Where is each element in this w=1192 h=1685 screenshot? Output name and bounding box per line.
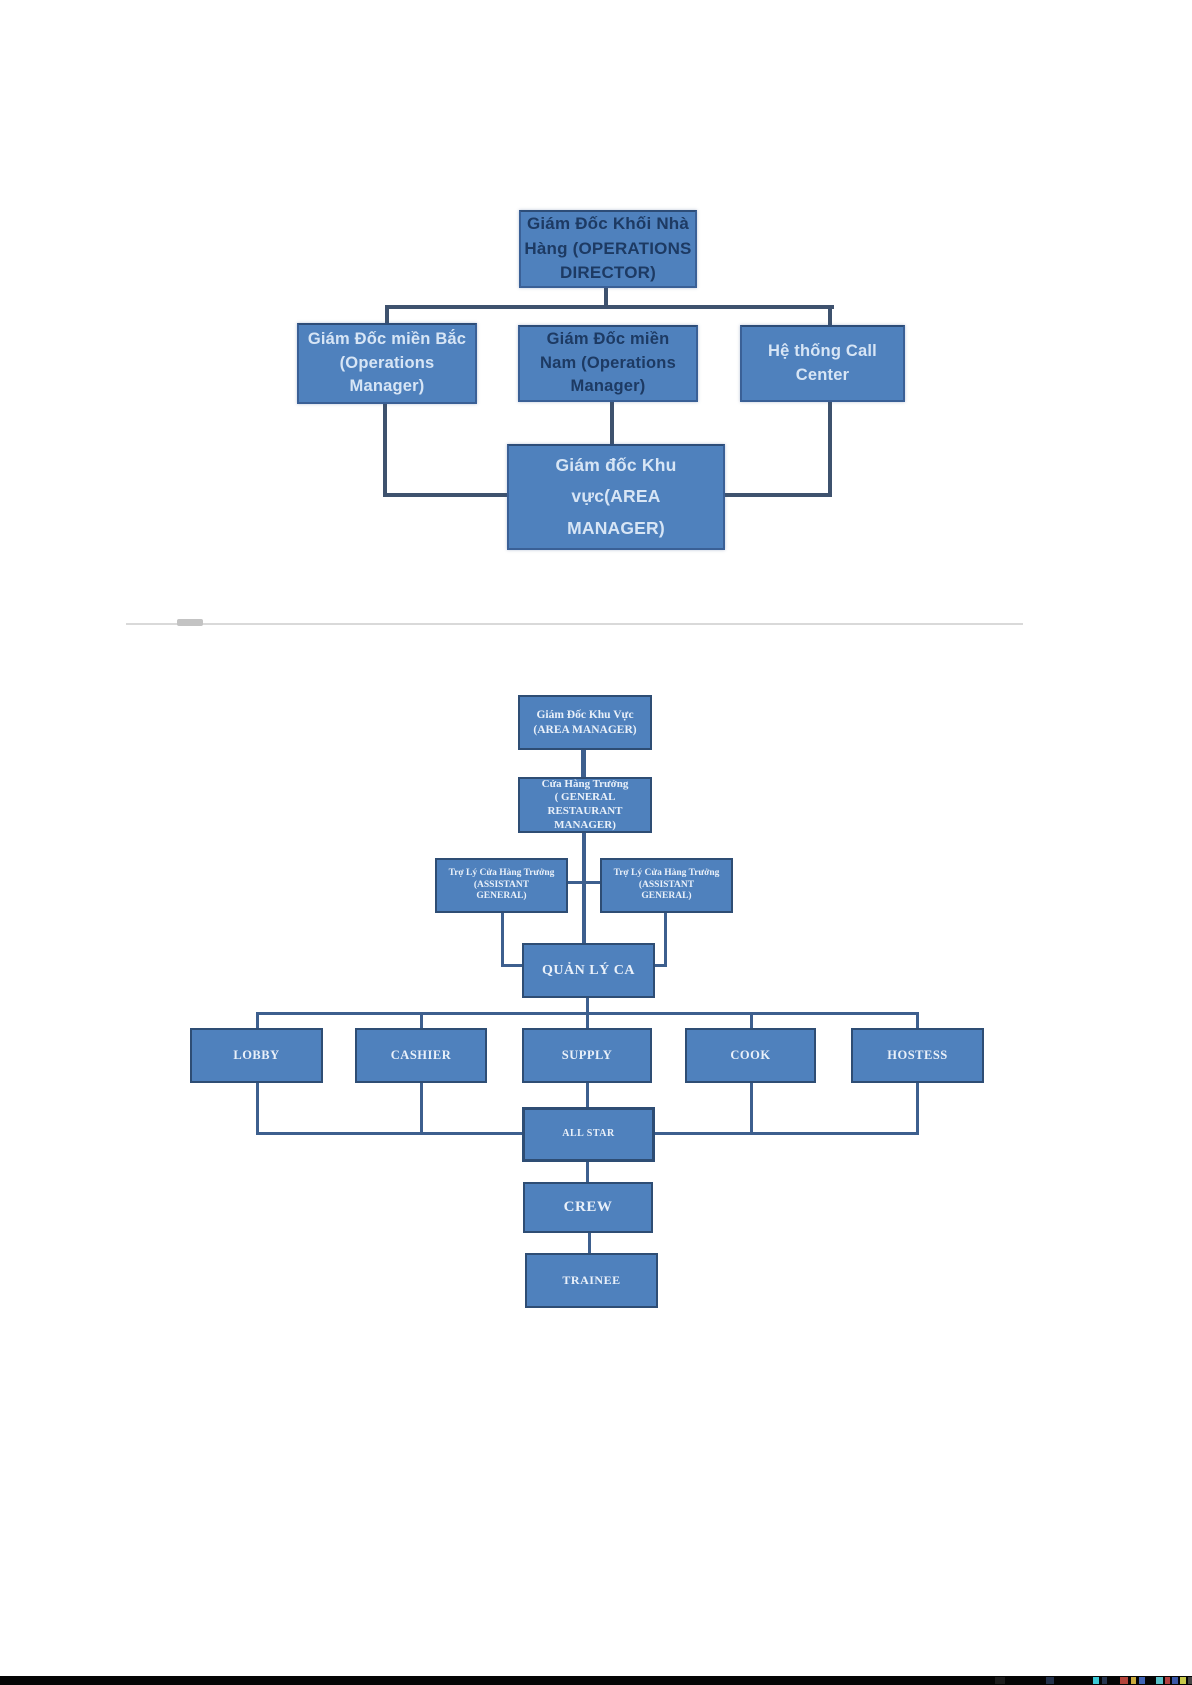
connector — [581, 750, 586, 777]
connector — [604, 288, 608, 309]
node-label: CREW — [563, 1199, 613, 1216]
node-label: vực(AREA — [571, 486, 661, 507]
node-label: (ASSISTANT — [638, 879, 695, 890]
connector — [387, 305, 834, 309]
connector — [385, 305, 389, 325]
connector — [586, 1012, 589, 1028]
node-label: MANAGER) — [554, 818, 616, 831]
node-label: DIRECTOR) — [560, 263, 656, 283]
node-label: HOSTESS — [887, 1047, 948, 1062]
connector — [586, 998, 589, 1013]
connector — [420, 1012, 423, 1028]
connector — [256, 1083, 259, 1135]
org-node-area-manager: Giám Đốc Khu Vực (AREA MANAGER) — [518, 695, 652, 750]
node-label: Giám Đốc miền — [546, 329, 670, 348]
connector — [256, 1132, 522, 1135]
connector — [383, 493, 509, 497]
org-node-cashier: CASHIER — [355, 1028, 487, 1083]
divider-mark — [177, 619, 203, 626]
connector — [582, 833, 586, 945]
node-label: Center — [795, 365, 850, 384]
node-label: SUPPLY — [561, 1047, 613, 1062]
node-label: Manager) — [570, 377, 646, 396]
connector — [664, 913, 667, 967]
connector — [420, 1083, 423, 1135]
connector — [586, 1083, 589, 1107]
org-node-general-restaurant-manager: Cửa Hàng Trưởng ( GENERAL RESTAURANT MAN… — [518, 777, 652, 833]
connector — [828, 305, 832, 325]
org-node-shift-manager: QUẢN LÝ CA — [522, 943, 655, 998]
node-label: TRAINEE — [562, 1273, 621, 1287]
node-label: LOBBY — [233, 1047, 280, 1062]
connector — [383, 404, 387, 497]
connector — [723, 493, 832, 497]
connector — [566, 881, 584, 884]
connector — [655, 964, 667, 967]
node-label: Giám Đốc Khối Nhà — [526, 214, 690, 234]
org-node-lobby: LOBBY — [190, 1028, 323, 1083]
org-node-operations-director: Giám Đốc Khối Nhà Hàng (OPERATIONS DIREC… — [519, 210, 697, 288]
node-label: ( GENERAL — [554, 791, 616, 804]
node-label: QUẢN LÝ CA — [542, 962, 635, 978]
org-node-assistant-general-right: Trợ Lý Cửa Hàng Trưởng (ASSISTANT GENERA… — [600, 858, 733, 913]
org-node-area-manager: Giám đốc Khu vực(AREA MANAGER) — [507, 444, 725, 550]
connector — [501, 913, 504, 967]
connector — [916, 1083, 919, 1135]
node-label: MANAGER) — [567, 517, 665, 538]
connector — [501, 964, 522, 967]
node-label: ALL STAR — [562, 1128, 615, 1140]
section-divider — [126, 623, 1023, 625]
node-label: (ASSISTANT — [473, 879, 530, 890]
org-node-assistant-general-left: Trợ Lý Cửa Hàng Trưởng (ASSISTANT GENERA… — [435, 858, 568, 913]
org-node-all-star: ALL STAR — [522, 1107, 655, 1162]
connector — [610, 402, 614, 444]
node-label: Hàng (OPERATIONS — [524, 238, 692, 258]
org-node-call-center: Hệ thống Call Center — [740, 325, 905, 402]
org-node-operations-manager-north: Giám Đốc miền Bắc (Operations Manager) — [297, 323, 477, 404]
connector — [256, 1012, 259, 1028]
node-label: GENERAL) — [476, 891, 527, 902]
connector — [586, 1162, 589, 1182]
node-label: Trợ Lý Cửa Hàng Trưởng — [448, 867, 555, 878]
connector — [584, 881, 602, 884]
connector — [750, 1012, 753, 1028]
node-label: Nam (Operations — [540, 353, 676, 372]
org-node-cook: COOK — [685, 1028, 816, 1083]
connector — [750, 1083, 753, 1135]
node-label: (Operations — [339, 353, 435, 372]
node-label: Manager) — [349, 377, 425, 396]
node-label: RESTAURANT — [547, 805, 623, 817]
org-node-operations-manager-south: Giám Đốc miền Nam (Operations Manager) — [518, 325, 698, 402]
node-label: Cửa Hàng Trưởng — [541, 777, 629, 790]
org-node-supply: SUPPLY — [522, 1028, 652, 1083]
connector — [655, 1132, 919, 1135]
node-label: GENERAL) — [641, 891, 692, 902]
node-label: COOK — [730, 1047, 771, 1062]
node-label: Giám Đốc miền Bắc — [307, 329, 467, 348]
org-node-trainee: TRAINEE — [525, 1253, 658, 1308]
connector — [828, 402, 832, 497]
node-label: CASHIER — [390, 1047, 452, 1062]
node-label: Trợ Lý Cửa Hàng Trưởng — [613, 867, 720, 878]
node-label: Giám đốc Khu — [555, 454, 677, 475]
connector — [588, 1233, 591, 1253]
connector — [916, 1012, 919, 1028]
node-label: Giám Đốc Khu Vực — [536, 709, 634, 722]
node-label: (AREA MANAGER) — [533, 723, 637, 736]
node-label: Hệ thống Call — [768, 341, 877, 360]
org-node-hostess: HOSTESS — [851, 1028, 984, 1083]
org-node-crew: CREW — [523, 1182, 653, 1233]
footer-bar — [0, 1676, 1192, 1685]
